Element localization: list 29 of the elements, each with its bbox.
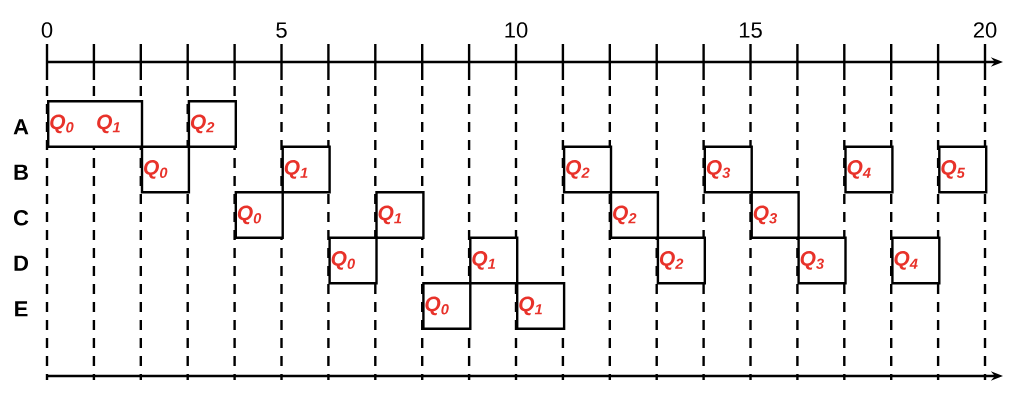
time-slot-box: Q$_{2}$ [187,100,237,148]
time-slot-box: Q$_{4}$ [844,145,894,194]
time-slot-box: Q$_{3}$ [750,191,800,239]
time-slot-box: Q$_{4}$ [891,236,941,285]
tick-label: 5 [276,22,287,38]
time-slot-box: Q$_{1}$ [469,236,519,285]
time-slot-box: Q$_{0}$ [234,191,284,239]
time-slot-box: Q$_{0}$ [140,145,191,194]
time-slot-box: Q$_{5}$ [938,145,988,194]
row-label: A [13,119,29,135]
tick-label: 10 [505,22,528,38]
time-slot-box: Q$_{1}$ [516,282,566,330]
time-slot-box: Q$_{1}$ [281,145,331,194]
row-label: C [13,210,29,226]
row-label: E [15,301,28,317]
tick-label: 20 [973,22,997,38]
time-slot-box: Q$_{2}$ [656,236,706,285]
time-slot-box: Q$_{3}$ [797,236,847,285]
row-label: D [14,255,29,271]
tick-label: 15 [739,22,762,38]
row-label: B [14,164,28,180]
time-slot-box: Q$_{0}$ Q$_{1}$ [47,100,144,148]
time-slot-box: Q$_{2}$ [609,191,660,239]
time-slot-box: Q$_{0}$ [328,236,378,285]
time-slot-box: Q$_{3}$ [703,145,753,194]
time-slot-box: Q$_{2}$ [562,145,613,194]
time-slot-box: Q$_{0}$ [422,282,472,330]
time-slot-box: Q$_{1}$ [375,191,425,239]
tick-label: 0 [41,22,53,38]
